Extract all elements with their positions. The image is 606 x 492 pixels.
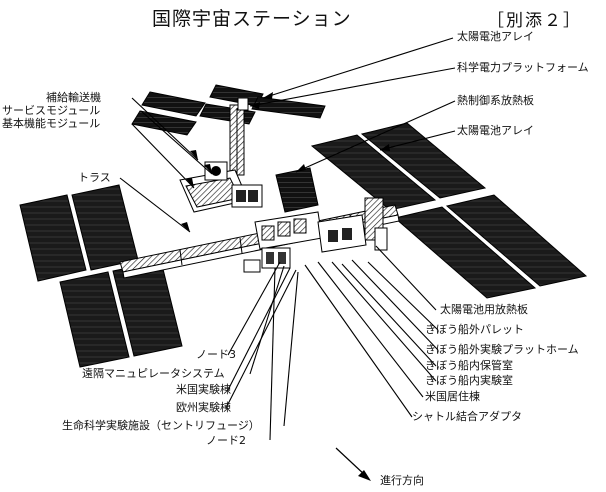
label-thermal-radiator: 熱制御系放熱板 [457,94,534,107]
label-functional-cargo-block: 基本機能モジュール [2,117,101,130]
label-service-module: サービスモジュール [2,104,101,117]
label-science-power-platform: 科学電力プラットフォーム [457,61,589,74]
solar-array-right [310,122,588,299]
solar-array-upper-left [131,84,326,136]
label-jem-exposed-facility: きぼう船外実験プラットホーム [425,343,579,356]
attachment-label: ［別添２］ [487,11,582,31]
label-pv-radiator: 太陽電池用放熱板 [440,303,528,316]
label-us-lab: 米国実験棟 [176,383,231,396]
pressurized-modules [243,211,367,273]
label-node2: ノード2 [206,434,246,447]
label-solar-array-right: 太陽電池アレイ [457,124,534,137]
solar-array-left-lower [59,260,183,368]
label-direction: 進行方向 [380,474,424,487]
label-shuttle-adapter: シャトル結合アダプタ [412,410,522,423]
solar-array-left-upper [19,184,139,282]
label-remote-manipulator: 遠隔マニュピレータシステム [82,367,225,380]
label-truss: トラス [78,171,111,184]
label-esa-lab: 欧州実験棟 [176,401,231,414]
label-jem-logistics: きぼう船内保管室 [425,359,513,372]
leader-lines [119,37,456,441]
label-centrifuge: 生命科学実験施設（セントリフュージ） [62,419,260,432]
label-jem-ef-pallet: きぼう船外パレット [425,323,524,336]
label-solar-array-top: 太陽電池アレイ [457,30,534,43]
label-jem-pm: きぼう船内実験室 [425,374,513,387]
science-power-mast [229,97,249,176]
label-hab-module: 米国居住棟 [425,390,480,403]
label-supply-vehicle: 補給輸送機 [46,91,101,104]
direction-arrow [335,447,371,481]
leader-arrowheads [181,92,390,232]
diagram-title: 国際宇宙ステーション [152,8,352,30]
russian-segment [179,161,319,213]
label-node3: ノード3 [196,348,236,361]
